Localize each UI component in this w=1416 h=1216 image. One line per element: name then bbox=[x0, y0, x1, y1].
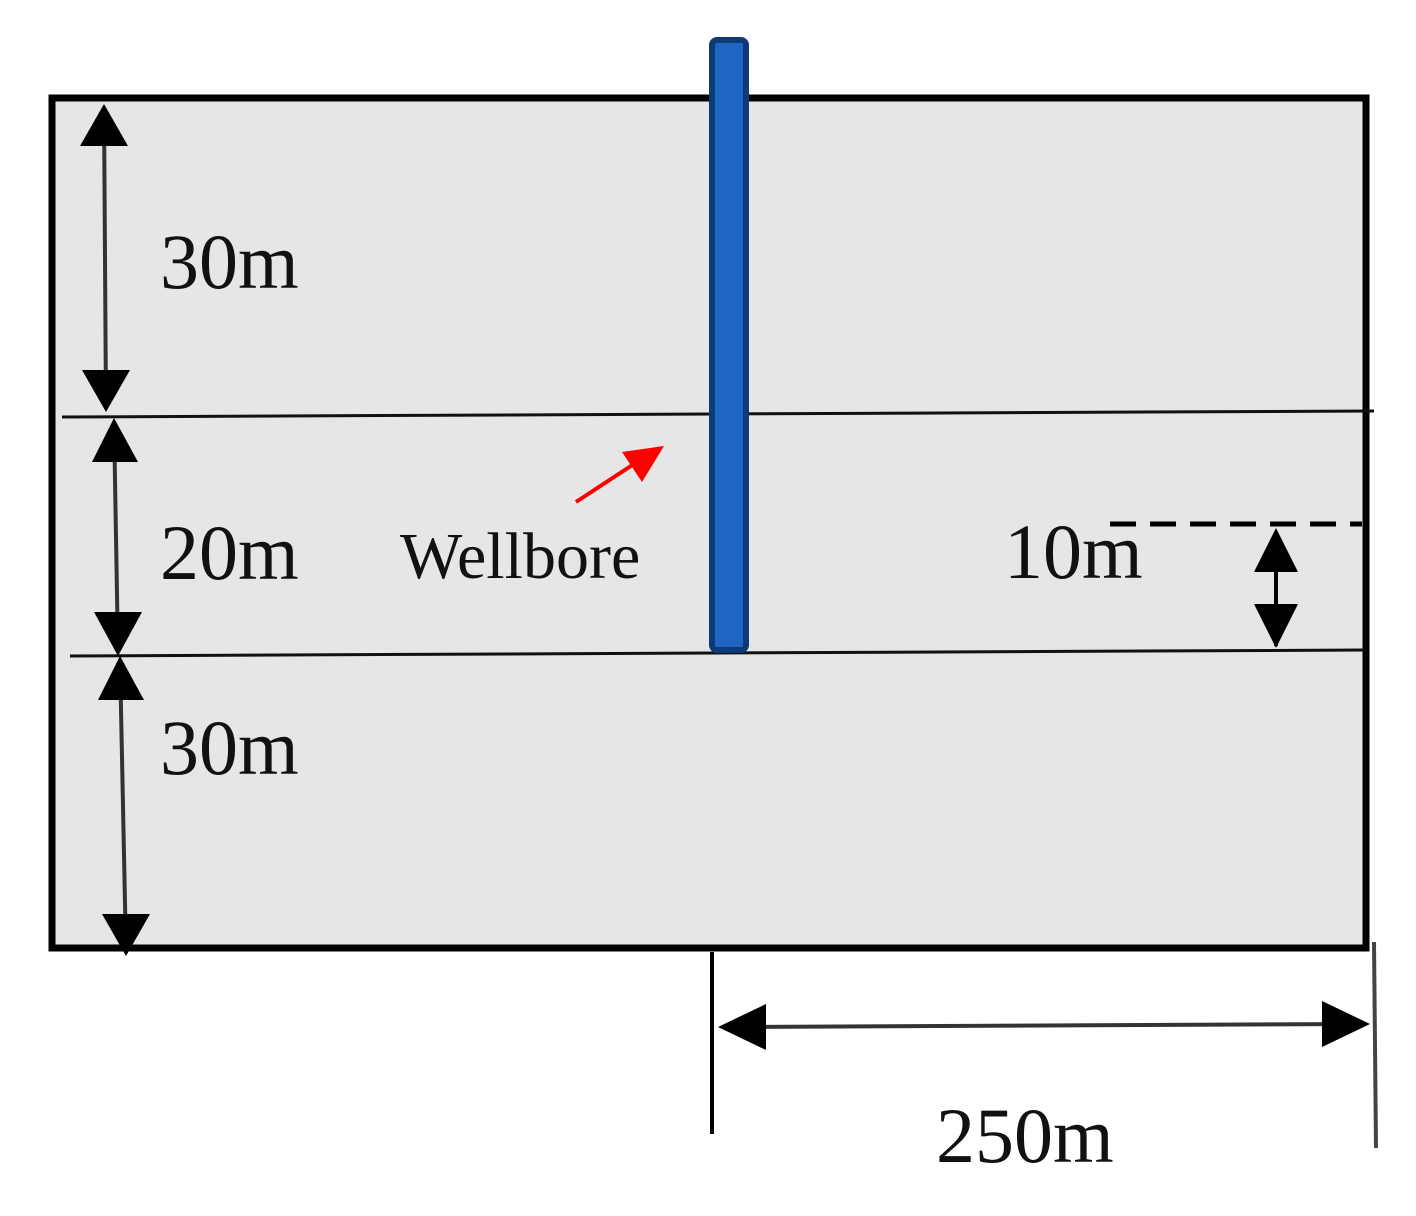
penetration-label: 10m bbox=[1004, 508, 1143, 595]
half-width-dimension-arrow bbox=[718, 1001, 1370, 1050]
middle-layer-thickness-label: 20m bbox=[160, 509, 299, 596]
bottom-layer-thickness-label: 30m bbox=[160, 704, 299, 791]
top-layer-thickness-label: 30m bbox=[160, 218, 299, 305]
half-width-label: 250m bbox=[936, 1092, 1114, 1179]
dimension-arrow-bottom-layer bbox=[98, 656, 150, 956]
wellbore-label: Wellbore bbox=[400, 520, 640, 593]
wellbore bbox=[709, 37, 749, 653]
dimension-arrow-top-layer bbox=[80, 104, 130, 412]
half-width-extension-right bbox=[1372, 941, 1378, 1149]
penetration-dimension-arrow bbox=[1254, 528, 1298, 648]
wellbore-pointer-arrow bbox=[574, 446, 664, 504]
dimension-arrow-middle-layer bbox=[92, 418, 142, 656]
